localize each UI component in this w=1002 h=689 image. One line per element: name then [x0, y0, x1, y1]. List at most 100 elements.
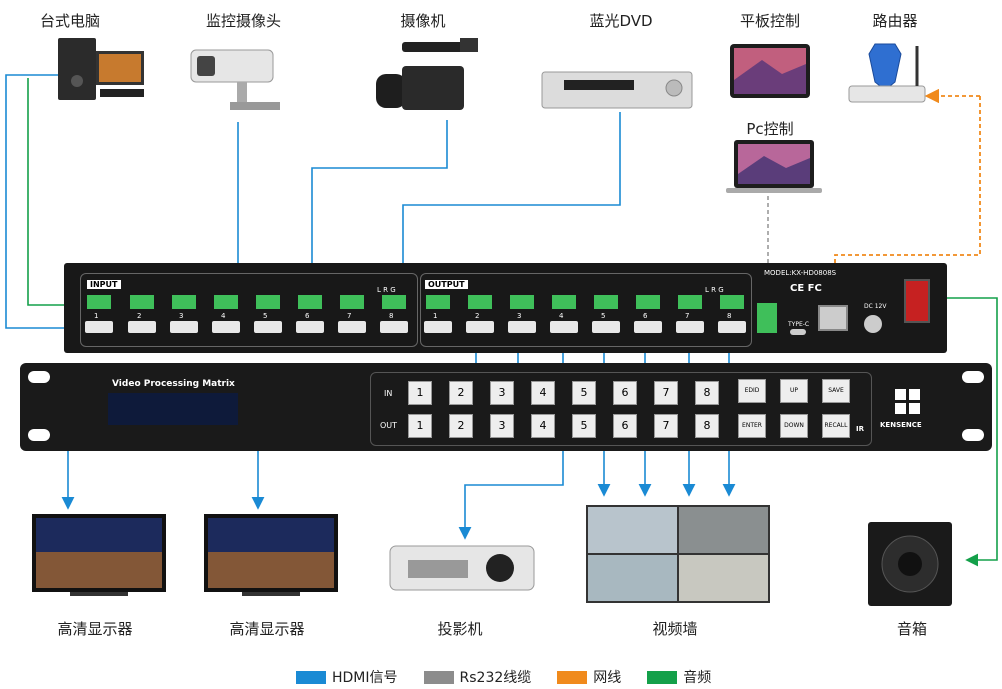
out-button-5[interactable]: 5 — [572, 414, 596, 438]
legend-swatch-rs232 — [423, 670, 454, 684]
label-speaker: 音箱 — [896, 620, 927, 638]
output-hdmi-port[interactable] — [676, 321, 704, 333]
desktop-pc-icon — [58, 38, 144, 100]
speaker-icon — [868, 522, 952, 606]
out-button-2[interactable]: 2 — [449, 414, 473, 438]
down-button[interactable]: DOWN — [780, 414, 808, 438]
matrix-back-panel: INPUT L R G OUTPUT L R G 1 2 3 4 5 6 7 8 — [64, 263, 947, 353]
output-audio-terminal[interactable] — [594, 295, 618, 309]
output-audio-terminal[interactable] — [552, 295, 576, 309]
type-c-port[interactable] — [790, 329, 806, 335]
edid-button[interactable]: EDID — [738, 379, 766, 403]
rack-mount-hole — [962, 371, 984, 383]
out-button-8[interactable]: 8 — [695, 414, 719, 438]
legend-swatch-network — [557, 670, 588, 684]
in-button-6[interactable]: 6 — [613, 381, 637, 405]
input-port-number: 4 — [221, 312, 226, 320]
legend-swatch-audio — [647, 670, 678, 684]
in-button-7[interactable]: 7 — [654, 381, 678, 405]
input-hdmi-port[interactable] — [170, 321, 198, 333]
legend-item-hdmi: HDMI信号 — [296, 667, 398, 687]
output-audio-terminal[interactable] — [468, 295, 492, 309]
output-hdmi-port[interactable] — [508, 321, 536, 333]
up-button[interactable]: UP — [780, 379, 808, 403]
control-panel-frame — [370, 372, 872, 446]
front-title: Video Processing Matrix — [112, 379, 235, 389]
output-hdmi-port[interactable] — [718, 321, 746, 333]
rs232-terminal[interactable] — [757, 303, 777, 333]
ce-fc-marks: CE FC — [790, 283, 822, 294]
label-hd-display-2: 高清显示器 — [229, 620, 305, 638]
input-lrg-label: L R G — [377, 286, 396, 294]
output-port-number: 3 — [517, 312, 522, 320]
dc-power-jack[interactable] — [864, 315, 882, 333]
in-button-1[interactable]: 1 — [408, 381, 432, 405]
input-audio-terminal[interactable] — [172, 295, 196, 309]
output-hdmi-port[interactable] — [550, 321, 578, 333]
input-port-number: 6 — [305, 312, 310, 320]
in-button-8[interactable]: 8 — [695, 381, 719, 405]
input-audio-terminal[interactable] — [340, 295, 364, 309]
out-button-4[interactable]: 4 — [531, 414, 555, 438]
label-desktop-pc: 台式电脑 — [39, 12, 100, 30]
output-hdmi-port[interactable] — [424, 321, 452, 333]
input-hdmi-port[interactable] — [254, 321, 282, 333]
wire-pc-hdmi — [5, 74, 100, 335]
ir-label: IR — [856, 425, 864, 433]
output-hdmi-port[interactable] — [634, 321, 662, 333]
output-hdmi-port[interactable] — [466, 321, 494, 333]
output-port-number: 2 — [475, 312, 480, 320]
input-hdmi-port[interactable] — [128, 321, 156, 333]
surveillance-camera-icon — [190, 49, 280, 110]
laptop-icon — [726, 140, 822, 193]
out-button-6[interactable]: 6 — [613, 414, 637, 438]
in-button-4[interactable]: 4 — [531, 381, 555, 405]
out-button-7[interactable]: 7 — [654, 414, 678, 438]
input-audio-terminal[interactable] — [130, 295, 154, 309]
enter-button[interactable]: ENTER — [738, 414, 766, 438]
legend-label-hdmi: HDMI信号 — [332, 670, 398, 686]
output-hdmi-port[interactable] — [592, 321, 620, 333]
input-audio-terminal[interactable] — [87, 295, 111, 309]
output-port-number: 4 — [559, 312, 564, 320]
projector-icon — [389, 545, 535, 591]
input-hdmi-port[interactable] — [296, 321, 324, 333]
legend-item-network: 网线 — [557, 667, 621, 687]
rack-mount-hole — [962, 429, 984, 441]
save-button[interactable]: SAVE — [822, 379, 850, 403]
wire-camcorder-hdmi — [305, 120, 448, 327]
output-port-number: 5 — [601, 312, 606, 320]
output-audio-terminal[interactable] — [720, 295, 744, 309]
video-wall-icon — [586, 505, 770, 603]
out-button-1[interactable]: 1 — [408, 414, 432, 438]
wire-network — [827, 96, 981, 306]
output-audio-terminal[interactable] — [678, 295, 702, 309]
legend-swatch-hdmi — [296, 670, 326, 684]
power-switch[interactable] — [904, 279, 930, 323]
output-audio-terminal[interactable] — [426, 295, 450, 309]
legend-label-audio: 音频 — [683, 670, 712, 686]
input-audio-terminal[interactable] — [298, 295, 322, 309]
output-audio-terminal[interactable] — [510, 295, 534, 309]
output-audio-terminal[interactable] — [636, 295, 660, 309]
in-button-5[interactable]: 5 — [572, 381, 596, 405]
in-button-2[interactable]: 2 — [449, 381, 473, 405]
legend-item-audio: 音频 — [647, 667, 711, 687]
rack-mount-hole — [28, 371, 50, 383]
input-port-number: 2 — [137, 312, 142, 320]
input-audio-terminal[interactable] — [256, 295, 280, 309]
label-surveillance-camera: 监控摄像头 — [205, 12, 281, 30]
out-label: OUT — [380, 421, 398, 430]
out-button-3[interactable]: 3 — [490, 414, 514, 438]
in-button-3[interactable]: 3 — [490, 381, 514, 405]
legend-label-network: 网线 — [593, 670, 622, 686]
input-hdmi-port[interactable] — [338, 321, 366, 333]
input-hdmi-port[interactable] — [380, 321, 408, 333]
input-hdmi-port[interactable] — [85, 321, 113, 333]
recall-button[interactable]: RECALL — [822, 414, 850, 438]
input-hdmi-port[interactable] — [212, 321, 240, 333]
output-port-number: 7 — [685, 312, 690, 320]
input-audio-terminal[interactable] — [214, 295, 238, 309]
lan-port[interactable] — [818, 305, 848, 331]
input-audio-terminal[interactable] — [382, 295, 406, 309]
